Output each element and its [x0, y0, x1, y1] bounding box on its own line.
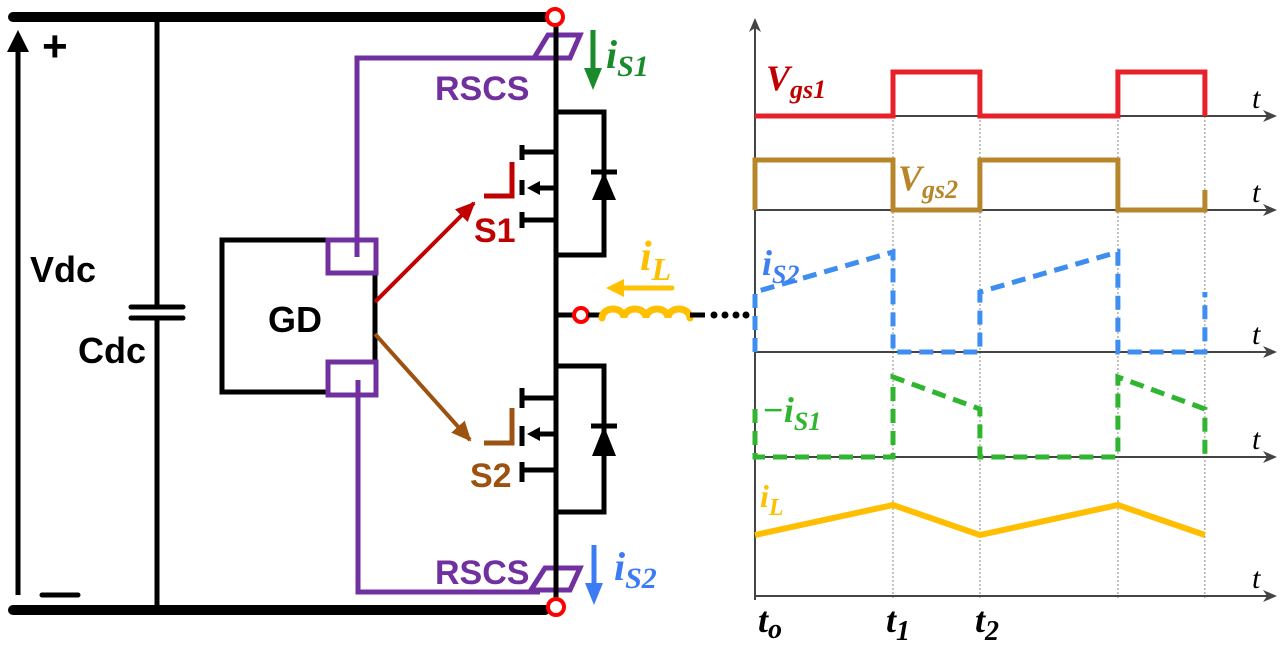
- s2-gate-symbol: [484, 408, 515, 446]
- t0-label: to: [758, 600, 782, 645]
- waveform-i-s2: [752, 248, 1208, 355]
- time-axis-label: t: [1252, 562, 1261, 595]
- s1-label: S1: [474, 212, 516, 250]
- mosfet-s2-icon: [519, 363, 617, 515]
- rscs-top-wire: [354, 55, 545, 257]
- vgs1-label: Vgs1: [766, 58, 826, 104]
- is1-arrow-icon: [584, 30, 602, 90]
- time-axis-label: t: [1252, 82, 1261, 115]
- vgs2-label: Vgs2: [898, 158, 958, 204]
- midpoint-terminal: [572, 306, 590, 324]
- circuit: + Vdc Cdc GD RSCS RSCS: [7, 7, 750, 617]
- waveform-i-l: [754, 501, 1206, 539]
- is2-wave-label: iS2: [762, 243, 799, 289]
- waveform-v-gs1: [755, 69, 1208, 119]
- il-arrow-icon: [606, 279, 675, 297]
- vdc-label: Vdc: [30, 249, 96, 290]
- rscs-bottom-wire: [355, 380, 540, 595]
- il-wave-label: iL: [760, 478, 784, 521]
- gate-driver-box: [219, 237, 378, 395]
- waveform--i-s1: [752, 373, 1208, 460]
- bottom-terminal: [546, 597, 566, 617]
- waveform-v-gs2: [752, 157, 1208, 213]
- rscs-top-label: RSCS: [435, 70, 529, 108]
- waveforms: [752, 69, 1208, 539]
- is2-arrow-icon: [585, 545, 603, 605]
- time-axis-label: t: [1252, 318, 1261, 351]
- inductor-icon: [598, 305, 694, 322]
- il-circuit-label: iL: [640, 234, 671, 287]
- timing-chart: t t t t t Vgs1 Vgs2 iS2 −iS1 iL to t1 t2: [749, 18, 1277, 647]
- t1-label: t1: [886, 600, 910, 647]
- time-axis-label: t: [1252, 423, 1261, 456]
- s1-gate-drive-arrow: [373, 201, 476, 304]
- s2-label: S2: [470, 457, 512, 495]
- is1-circuit-label: iS1: [606, 32, 649, 83]
- vdc-arrow-icon: [7, 30, 29, 595]
- s2-gate-drive-arrow: [373, 332, 472, 442]
- is2-circuit-label: iS2: [614, 544, 657, 595]
- gd-bottom-sense-pad: [325, 359, 379, 398]
- gd-top-sense-pad: [325, 237, 379, 276]
- capacitor-cdc-icon: [128, 17, 186, 610]
- time-axis-label: t: [1252, 176, 1261, 209]
- cdc-label: Cdc: [78, 330, 146, 371]
- plus-sign: +: [42, 22, 68, 71]
- rscs-bottom-label: RSCS: [435, 554, 529, 592]
- t2-label: t2: [975, 600, 999, 647]
- gd-label: GD: [268, 299, 322, 340]
- is1-wave-label: −iS1: [762, 390, 821, 436]
- continuation-dots: [710, 311, 750, 319]
- top-terminal: [545, 7, 565, 27]
- s1-gate-symbol: [484, 162, 515, 199]
- mosfet-s1-icon: [519, 109, 617, 258]
